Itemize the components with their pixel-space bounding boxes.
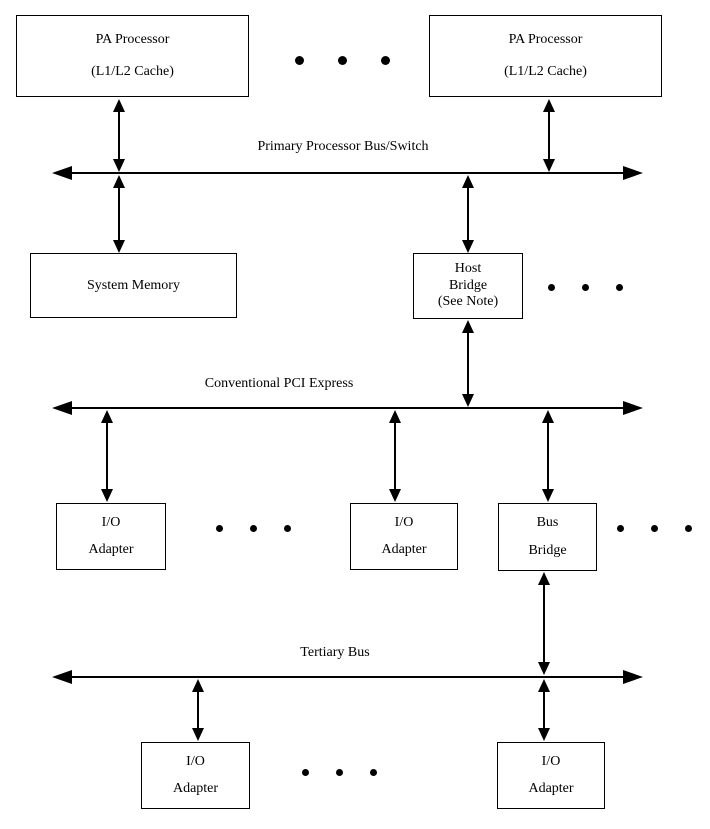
dot-icon xyxy=(216,525,223,532)
bus-conventional-pci-express xyxy=(52,399,643,417)
arrow-head-down xyxy=(389,489,401,502)
connector-pci-bus-io-adapter-2 xyxy=(388,410,402,502)
connector-pa2-primary-bus xyxy=(542,99,556,172)
dot-icon xyxy=(250,525,257,532)
node-label: Adapter xyxy=(381,542,427,557)
arrow-head-left xyxy=(52,166,72,180)
dot-icon xyxy=(302,769,309,776)
connector-pa1-primary-bus xyxy=(112,99,126,172)
tertiary-bus-label: Tertiary Bus xyxy=(300,645,370,660)
pci-bus-label: Conventional PCI Express xyxy=(204,376,354,391)
arrow-line xyxy=(467,179,469,249)
ellipsis-host-bridges xyxy=(548,284,623,291)
bus-line xyxy=(70,172,625,174)
arrow-line xyxy=(394,414,396,498)
node-io-adapter-2: I/O Adapter xyxy=(350,503,458,570)
ellipsis-io-adapters-tertiary xyxy=(302,769,377,776)
bus-primary-processor xyxy=(52,164,643,182)
arrow-line xyxy=(118,103,120,168)
arrow-head-right xyxy=(623,166,643,180)
node-pa-processor-2: PA Processor (L1/L2 Cache) xyxy=(429,15,662,97)
dot-icon xyxy=(548,284,555,291)
connector-primary-bus-system-memory xyxy=(112,175,126,253)
node-label: I/O xyxy=(541,754,561,769)
node-label: Adapter xyxy=(88,542,134,557)
ellipsis-bus-bridges xyxy=(617,525,692,532)
node-label: (L1/L2 Cache) xyxy=(91,64,174,79)
node-label: PA Processor xyxy=(95,32,170,47)
node-label: Host xyxy=(454,261,482,277)
node-label: Bridge xyxy=(528,542,567,558)
dot-icon xyxy=(651,525,658,532)
node-label: Bus xyxy=(536,515,559,531)
connector-pci-bus-bus-bridge xyxy=(541,410,555,502)
arrow-head-right xyxy=(623,401,643,415)
connector-host-bridge-pci-bus xyxy=(461,320,475,407)
node-label: Adapter xyxy=(172,781,219,796)
arrow-head-down xyxy=(101,489,113,502)
arrow-head-down xyxy=(538,728,550,741)
primary-bus-label: Primary Processor Bus/Switch xyxy=(257,139,429,154)
ellipsis-io-adapters-pci xyxy=(216,525,291,532)
bus-line xyxy=(70,676,625,678)
node-system-memory: System Memory xyxy=(30,253,237,318)
arrow-line xyxy=(547,414,549,498)
connector-pci-bus-io-adapter-1 xyxy=(100,410,114,502)
arrow-head-down xyxy=(113,159,125,172)
arrow-head-down xyxy=(113,240,125,253)
node-label: I/O xyxy=(101,515,121,530)
dot-icon xyxy=(338,56,347,65)
arrow-head-down xyxy=(538,662,550,675)
arrow-head-down xyxy=(462,240,474,253)
arrow-head-down xyxy=(542,489,554,502)
dot-icon xyxy=(582,284,589,291)
node-io-adapter-1: I/O Adapter xyxy=(56,503,166,570)
node-pa-processor-1: PA Processor (L1/L2 Cache) xyxy=(16,15,249,97)
node-label: I/O xyxy=(186,754,205,769)
connector-bus-bridge-tertiary-bus xyxy=(537,572,551,675)
node-io-adapter-4: I/O Adapter xyxy=(497,742,605,809)
arrow-head-left xyxy=(52,401,72,415)
dot-icon xyxy=(370,769,377,776)
dot-icon xyxy=(616,284,623,291)
arrow-head-down xyxy=(462,394,474,407)
arrow-head-right xyxy=(623,670,643,684)
arrow-head-down xyxy=(192,728,204,741)
node-label: PA Processor xyxy=(508,32,583,47)
connector-primary-bus-host-bridge xyxy=(461,175,475,253)
node-io-adapter-3: I/O Adapter xyxy=(141,742,250,809)
node-bus-bridge: Bus Bridge xyxy=(498,503,597,571)
dot-icon xyxy=(295,56,304,65)
dot-icon xyxy=(284,525,291,532)
arrow-head-left xyxy=(52,670,72,684)
arrow-line xyxy=(543,683,545,737)
node-label: (See Note) xyxy=(437,294,499,310)
node-label: Bridge xyxy=(448,277,488,293)
ellipsis-processors xyxy=(295,56,390,65)
node-label: (L1/L2 Cache) xyxy=(504,64,587,79)
node-label: I/O xyxy=(394,515,414,530)
dot-icon xyxy=(336,769,343,776)
arrow-line xyxy=(543,576,545,671)
arrow-line xyxy=(118,179,120,249)
arrow-line xyxy=(106,414,108,498)
arrow-line xyxy=(197,683,199,737)
arrow-head-down xyxy=(543,159,555,172)
bus-tertiary xyxy=(52,668,643,686)
dot-icon xyxy=(617,525,624,532)
node-host-bridge: Host Bridge (See Note) xyxy=(413,253,523,319)
bus-line xyxy=(70,407,625,409)
node-label: System Memory xyxy=(87,277,180,293)
dot-icon xyxy=(685,525,692,532)
dot-icon xyxy=(381,56,390,65)
arrow-line xyxy=(467,324,469,403)
arrow-line xyxy=(548,103,550,168)
connector-tertiary-bus-io-adapter-3 xyxy=(191,679,205,741)
node-label: Adapter xyxy=(528,781,574,796)
connector-tertiary-bus-io-adapter-4 xyxy=(537,679,551,741)
